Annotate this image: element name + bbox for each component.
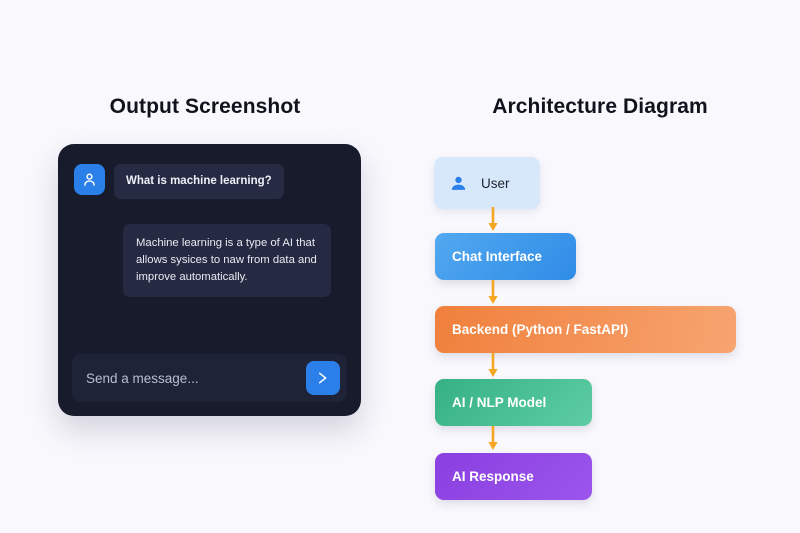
diagram-node-backend[interactable]: Backend (Python / FastAPI) <box>435 306 736 353</box>
diagram-node-ai-nlp-model-label: AI / NLP Model <box>452 395 547 410</box>
send-arrow-icon <box>318 372 327 384</box>
message-composer[interactable] <box>72 354 347 402</box>
diagram-node-ai-response-label: AI Response <box>452 469 534 484</box>
user-avatar-icon <box>84 173 95 186</box>
arrow-down-icon <box>488 353 498 377</box>
diagram-arrow-backend-to-model <box>486 353 500 379</box>
diagram-node-ai-response[interactable]: AI Response <box>435 453 592 500</box>
chat-message-list: What is machine learning? Machine learni… <box>58 144 361 344</box>
architecture-diagram: User Chat Interface Backend (Python / Fa… <box>434 155 754 505</box>
page-title-output-screenshot: Output Screenshot <box>109 95 301 118</box>
diagram-node-user-label: User <box>481 175 510 191</box>
diagram-node-ai-nlp-model[interactable]: AI / NLP Model <box>435 379 592 426</box>
diagram-arrow-user-to-chat <box>486 207 500 233</box>
user-avatar <box>74 164 105 195</box>
arrow-down-icon <box>488 280 498 304</box>
diagram-node-backend-label: Backend (Python / FastAPI) <box>452 322 629 337</box>
page-title-architecture-diagram: Architecture Diagram <box>492 95 708 118</box>
diagram-node-chat-interface-label: Chat Interface <box>452 249 543 264</box>
arrow-down-icon <box>488 207 498 231</box>
chat-message-user: What is machine learning? <box>74 164 284 199</box>
chat-bubble-assistant: Machine learning is a type of AI that al… <box>123 224 331 297</box>
diagram-arrow-model-to-response <box>486 426 500 452</box>
chat-window-mockup: What is machine learning? Machine learni… <box>58 144 361 416</box>
diagram-node-user[interactable]: User <box>434 157 540 209</box>
diagram-arrow-chat-to-backend <box>486 280 500 306</box>
chat-bubble-user: What is machine learning? <box>114 164 284 199</box>
diagram-node-chat-interface[interactable]: Chat Interface <box>435 233 576 280</box>
person-icon <box>451 176 466 190</box>
arrow-down-icon <box>488 426 498 450</box>
send-button[interactable] <box>306 361 340 395</box>
message-input[interactable] <box>86 370 306 386</box>
